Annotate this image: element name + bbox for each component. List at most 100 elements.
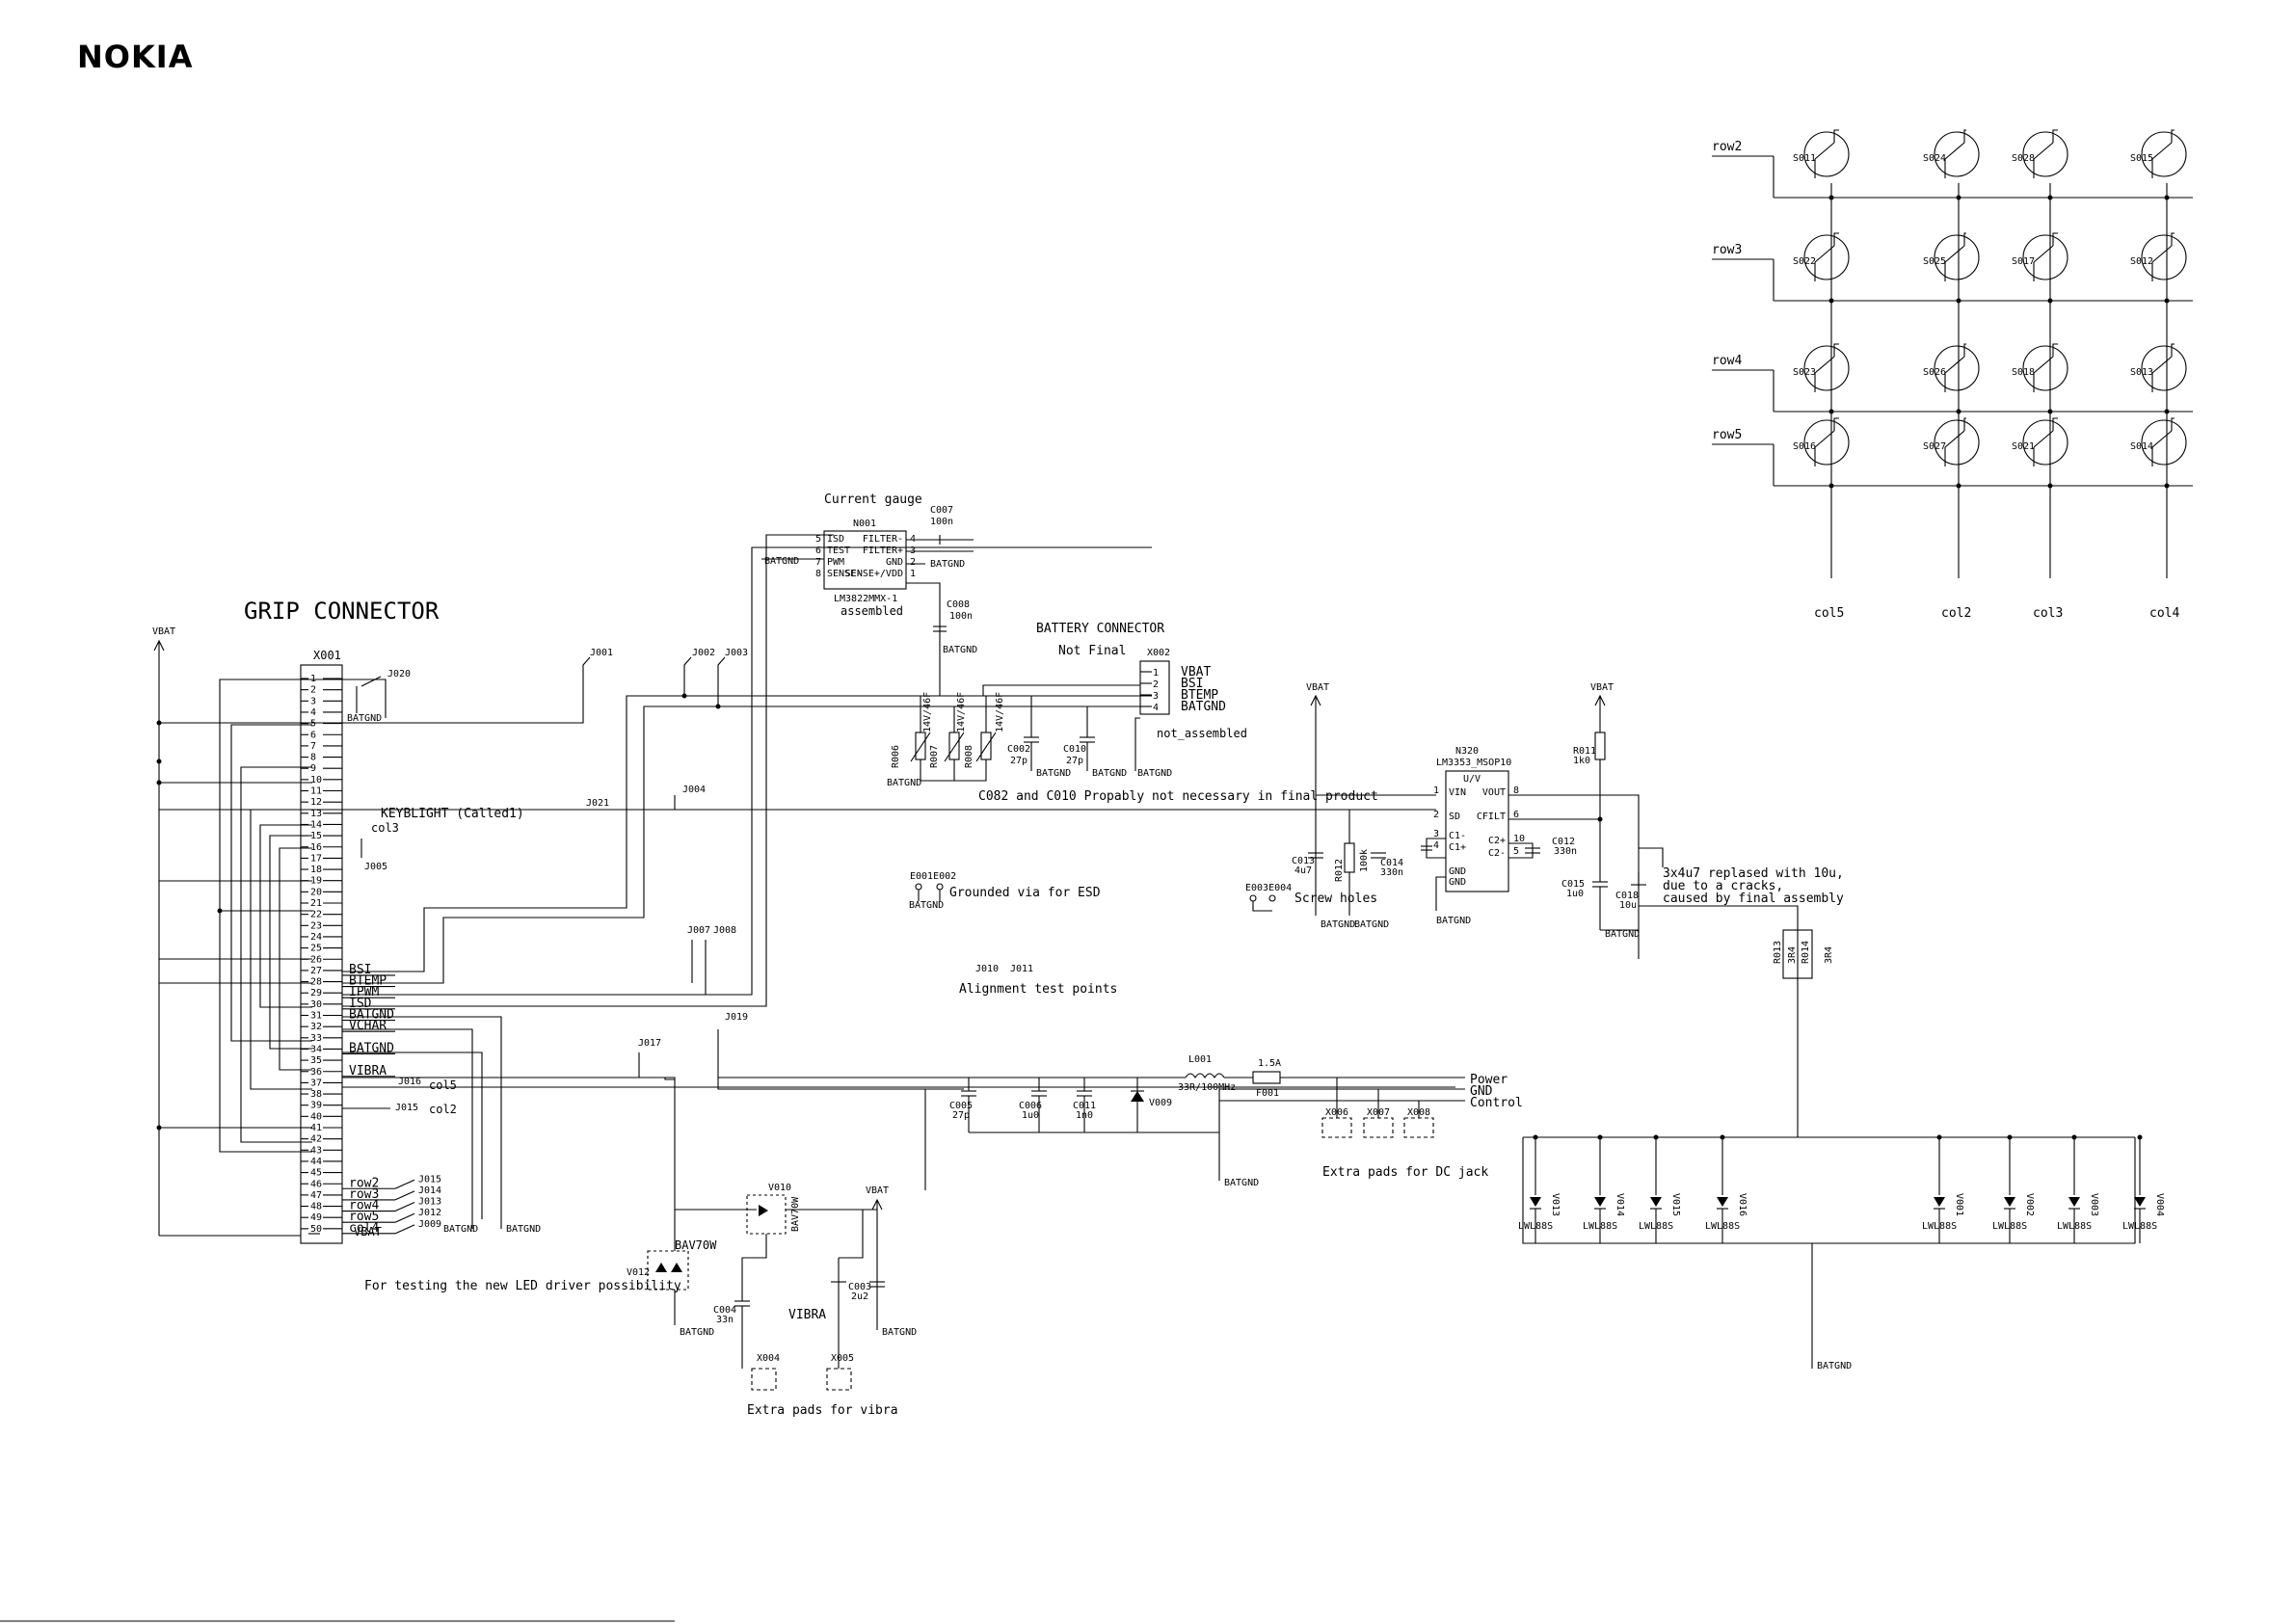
c002-batgnd: BATGND [1036, 768, 1071, 779]
driver-pin-name: C1- [1449, 831, 1466, 841]
c014-ref: C014 [1380, 858, 1403, 868]
driver-pin-name: C2+ [1488, 836, 1506, 846]
c002-ref: C002 [1007, 744, 1030, 755]
connector-signal: row4 [349, 1199, 379, 1213]
tp-j019: J019 [725, 1012, 748, 1023]
gauge-pin-number: 6 [815, 546, 821, 556]
driver-pin-number: 8 [1513, 785, 1519, 796]
batgnd-pin31: BATGND [506, 1224, 541, 1235]
keypad-switch-ref: S016 [1793, 441, 1816, 452]
vibra-c003-batgnd: BATGND [882, 1327, 917, 1338]
connector-pin-number: 40 [310, 1111, 322, 1122]
led-part: LWL88S [2057, 1221, 2092, 1232]
gauge-ic-ref: N001 [853, 519, 876, 529]
connector-pin-number: 33 [310, 1033, 322, 1044]
connector-signal: col4 [349, 1221, 379, 1236]
varistor-batgnd: BATGND [887, 778, 921, 788]
connector-pin-number: 15 [310, 831, 322, 841]
gauge-pin-name: SENSE- [827, 569, 862, 579]
gauge-pin-number: 1 [910, 569, 916, 579]
row-test-point: J013 [418, 1197, 441, 1208]
tp-j003: J003 [725, 648, 748, 658]
connector-pin-number: 5 [310, 719, 316, 730]
gauge-ic-body [823, 530, 907, 590]
connector-signal: row3 [349, 1187, 379, 1202]
dc-gnd: GND [1470, 1084, 1493, 1099]
pad-x007: X007 [1367, 1107, 1390, 1118]
led-ref: V016 [1737, 1193, 1748, 1216]
dc-batgnd: BATGND [1224, 1178, 1259, 1188]
c013-ref: C013 [1292, 856, 1315, 866]
connector-pin-number: 29 [310, 988, 322, 998]
led-batgnd: BATGND [1817, 1361, 1852, 1371]
vibra-label: VIBRA [788, 1308, 826, 1322]
keypad-row-label: row3 [1712, 243, 1742, 257]
battery-connector-title: BATTERY CONNECTOR [1036, 622, 1164, 636]
c008-val: 100n [949, 611, 973, 622]
keypad-col-label: col2 [1941, 606, 1971, 621]
batgnd-pin34: BATGND [443, 1224, 478, 1235]
connector-pin-number: 47 [310, 1190, 322, 1201]
connector-signal: BATGND [349, 1008, 394, 1023]
nokia-logo: NOKIA [77, 39, 193, 75]
note-align: Alignment test points [959, 982, 1117, 997]
connector-signal: BSI [349, 963, 371, 977]
vbat-vibra: VBAT [866, 1185, 889, 1196]
keypad-switch-ref: S012 [2130, 256, 2153, 267]
c013-val: 4u7 [1294, 865, 1312, 876]
c007-ref: C007 [930, 505, 953, 516]
c010-val: 27p [1066, 756, 1083, 766]
connector-signal: row2 [349, 1176, 379, 1190]
row-test-point: J015 [418, 1174, 441, 1185]
connector-pin-number: 23 [310, 920, 322, 931]
connector-pin-number: 11 [310, 786, 322, 797]
led-ref: V013 [1550, 1193, 1561, 1216]
col2-label: col2 [429, 1103, 457, 1116]
c011-ref: C011 [1073, 1101, 1096, 1111]
connector-pin-number: 43 [310, 1145, 322, 1156]
connector-pin-number: 6 [310, 730, 316, 740]
driver-pin-name: C2- [1488, 848, 1506, 859]
note-screw: Screw holes [1294, 892, 1377, 906]
note-esd: Grounded via for ESD [949, 886, 1101, 900]
c007-val: 100n [930, 517, 953, 527]
battery-ref: X002 [1147, 648, 1170, 658]
connector-pin-number: 13 [310, 809, 322, 819]
driver-batgnd2: BATGND [1354, 919, 1389, 930]
battery-pin-number: 2 [1153, 679, 1159, 690]
tp-j010: J010 [975, 964, 999, 974]
connector-pin-number: 41 [310, 1123, 322, 1133]
f001-val: 1.5A [1258, 1058, 1281, 1069]
c004-val: 33n [716, 1315, 734, 1325]
connector-pin-number: 50 [310, 1224, 322, 1235]
connector-signal: IPWM [349, 985, 379, 999]
driver-batgnd3: BATGND [1436, 916, 1471, 926]
connector-pin-number: 32 [310, 1022, 322, 1032]
r006-ref: R006 [891, 745, 901, 768]
led-array: V013LWL88SV014LWL88SV015LWL88SV016LWL88S… [1518, 1134, 2165, 1243]
battery-pin-label: BSI [1181, 677, 1203, 691]
c006-ref: C006 [1019, 1101, 1042, 1111]
keypad-switch-ref: S017 [2012, 256, 2035, 267]
gauge-pin-number: 2 [910, 557, 916, 568]
driver-pin-name: VOUT [1482, 787, 1506, 798]
c008-ref: C008 [947, 599, 970, 610]
dc-power: Power [1470, 1073, 1508, 1087]
gauge-assembled: assembled [841, 604, 903, 618]
led-ref: V001 [1954, 1193, 1964, 1216]
r014-ref: R014 [1801, 941, 1811, 964]
note-vibra-pads: Extra pads for vibra [747, 1403, 898, 1418]
connector-pin-number: 30 [310, 999, 322, 1010]
note-replace3: caused by final assembly [1663, 892, 1844, 906]
r013-val: 3R4 [1787, 946, 1798, 964]
connector-pin-number: 19 [310, 876, 322, 887]
connector-pin-number: 7 [310, 741, 316, 752]
driver-pin-number: 3 [1433, 829, 1439, 839]
connector-pin-number: 21 [310, 898, 322, 909]
c015-val: 1u0 [1566, 889, 1584, 899]
c008-batgnd: BATGND [943, 645, 977, 655]
driver-pin-name: GND [1449, 866, 1466, 877]
c012-val: 330n [1554, 846, 1577, 857]
connector-signal: BTEMP [349, 974, 387, 989]
connector-pin-number: 22 [310, 910, 322, 920]
